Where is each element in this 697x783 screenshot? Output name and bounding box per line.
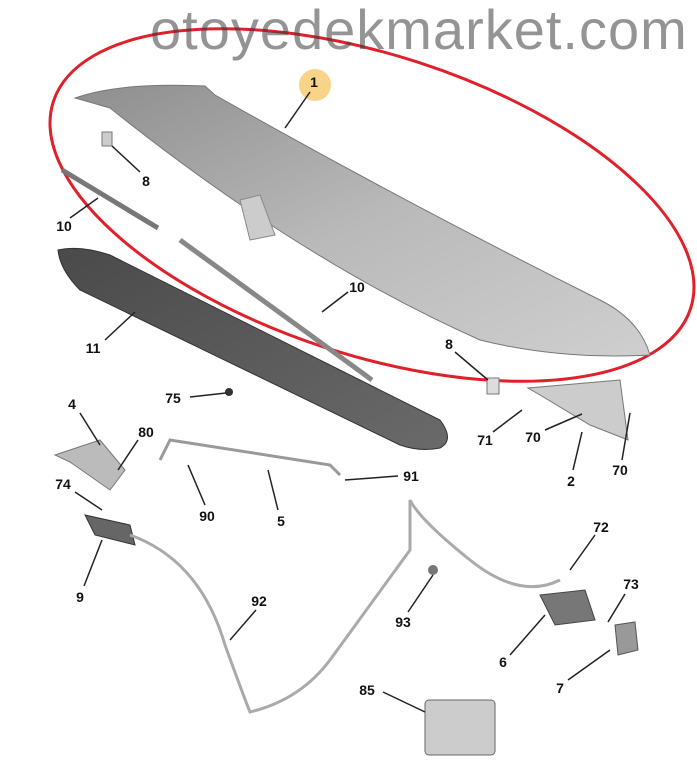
part-label-10: 10 [349,279,365,295]
lock-6 [539,589,596,626]
part-label-73: 73 [623,576,639,592]
part-label-74: 74 [55,476,71,492]
hood-panel [73,84,651,357]
part-label-4: 4 [68,396,76,412]
leader-lines [69,91,631,713]
part-label-71: 71 [477,432,493,448]
clip-kit-85 [424,699,496,756]
callout-highlight [299,69,331,101]
part-label-72: 72 [593,519,609,535]
part-label-92: 92 [251,593,267,609]
part-label-8: 8 [445,336,453,352]
part-label-11: 11 [85,340,101,356]
part-label-85: 85 [359,682,375,698]
part-label-8: 8 [142,173,150,189]
prop-rod-5 [158,438,342,477]
insulation-pad [57,247,448,450]
part-label-1: 1 [310,74,318,90]
hood-hinge-bracket [239,194,276,241]
watermark: otoyedekmarket.com [150,0,688,61]
part-label-7: 7 [556,680,564,696]
switch-7 [614,621,639,656]
hinge-2 [526,379,629,441]
part-label-70: 70 [525,429,541,445]
grommet-93 [428,565,438,575]
part-label-90: 90 [199,508,215,524]
part-label-6: 6 [499,654,507,670]
part-label-80: 80 [138,424,154,440]
clip-8-bottom [486,377,500,395]
clip-8-top [101,131,113,147]
part-label-5: 5 [277,513,285,529]
part-label-10: 10 [56,218,72,234]
seal-strip-right [178,237,374,383]
part-label-9: 9 [76,589,84,605]
part-label-75: 75 [165,390,181,406]
part-label-70: 70 [612,462,628,478]
part-label-91: 91 [403,468,419,484]
release-cable [129,499,561,714]
clip-75 [225,388,233,396]
bracket-4 [53,439,126,491]
seal-strip-left [60,167,160,231]
part-label-2: 2 [567,473,575,489]
part-label-93: 93 [395,614,411,630]
latch-9 [84,514,136,546]
